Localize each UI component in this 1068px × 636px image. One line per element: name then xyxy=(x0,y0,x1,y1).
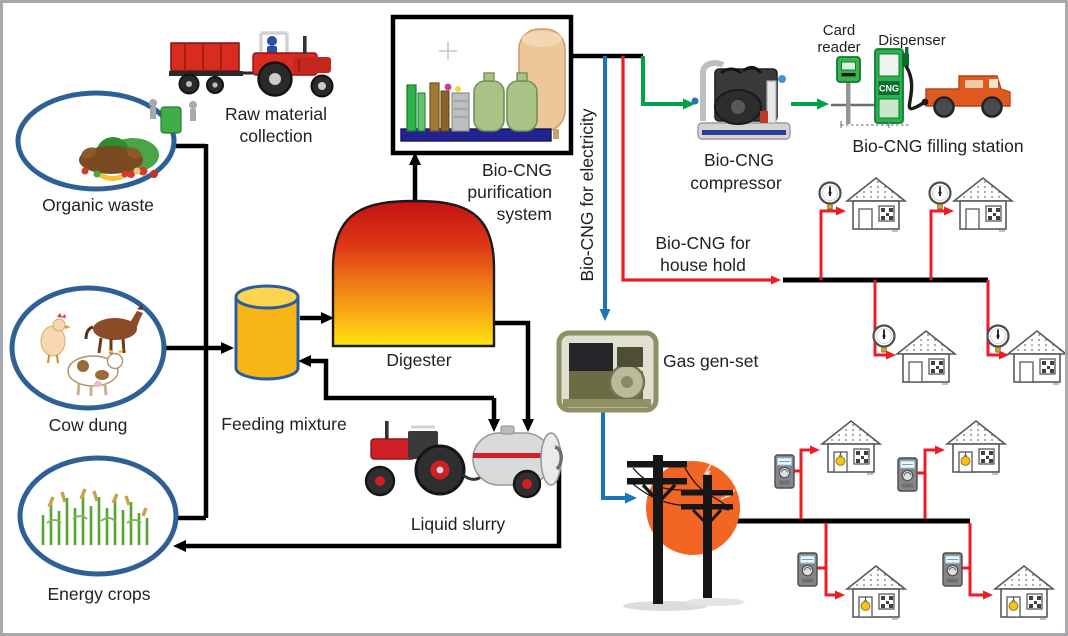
card-reader-label-line2: reader xyxy=(817,39,860,56)
electricity-meter-2 xyxy=(897,457,918,492)
livestock-icon xyxy=(40,305,143,396)
raw-material-label-line1: Raw material xyxy=(225,104,327,124)
elec-riser-3 xyxy=(824,523,845,600)
raw-material-tractor-icon xyxy=(169,31,334,98)
digester-label: Digester xyxy=(386,350,451,370)
dispenser-icon xyxy=(840,47,926,128)
crops-icon xyxy=(41,488,149,545)
gas-genset-label: Gas gen-set xyxy=(663,351,758,371)
elec-riser-4 xyxy=(968,523,993,600)
feeding-mixture-label: Feeding mixture xyxy=(221,414,346,434)
energy-crops-label: Energy crops xyxy=(47,584,150,604)
cow-dung-label: Cow dung xyxy=(49,415,128,435)
feeding-cylinder-top xyxy=(234,284,300,310)
compressor-icon xyxy=(691,60,791,140)
elec-riser-1 xyxy=(799,445,820,519)
purification-equipment-icon xyxy=(400,28,566,142)
purification-label-line1: Bio-CNG xyxy=(482,160,552,180)
truck-icon xyxy=(921,75,1011,118)
feeding-mixture-node xyxy=(234,284,300,381)
electric-house-2 xyxy=(946,420,1006,475)
gas-riser-3 xyxy=(873,280,896,360)
electricity-meter-1 xyxy=(774,454,795,489)
organic-waste-node xyxy=(15,90,197,192)
recirc-to-feeding-arrow xyxy=(298,355,494,401)
cng-badge: CNG xyxy=(879,84,899,94)
electric-house-3 xyxy=(846,565,906,620)
gas-house-2 xyxy=(953,177,1013,232)
gas-genset-icon xyxy=(556,330,659,413)
flow-lines xyxy=(161,53,1009,600)
gas-meter-gauge-2 xyxy=(928,181,952,211)
dispenser-label: Dispenser xyxy=(878,32,946,49)
liquid-slurry-icon xyxy=(364,421,563,499)
household-label-line1: Bio-CNG for xyxy=(655,233,750,253)
organic-waste-label: Organic waste xyxy=(42,195,154,215)
digester-to-slurry-arrow xyxy=(494,320,534,432)
household-label-line2: house hold xyxy=(660,255,746,275)
electricity-meter-3 xyxy=(797,552,818,587)
gas-meter-gauge-4 xyxy=(986,324,1010,354)
digester-dome xyxy=(331,199,496,348)
card-reader-icon xyxy=(836,56,861,124)
elec-riser-2 xyxy=(923,445,945,519)
gas-house-1 xyxy=(846,177,906,232)
gas-house-3 xyxy=(896,330,956,385)
cow-dung-node xyxy=(9,285,167,411)
cng-to-compressor-line xyxy=(641,56,695,110)
power-pole-icon xyxy=(623,455,745,611)
purification-system-node xyxy=(390,14,574,156)
household-gas-line xyxy=(621,56,781,285)
gas-meter-gauge-3 xyxy=(872,324,896,354)
electricity-meter-4 xyxy=(942,552,963,587)
liquid-slurry-label: Liquid slurry xyxy=(411,514,506,534)
gas-risers xyxy=(819,206,1009,360)
gas-meter-gauge-1 xyxy=(818,181,842,211)
electricity-flow-label: Bio-CNG for electricity xyxy=(577,108,597,281)
purification-label-line2: purification xyxy=(467,182,552,202)
cow-dung-ellipse xyxy=(9,285,167,411)
energy-crops-node xyxy=(17,455,179,577)
organic-waste-icon xyxy=(79,99,197,181)
compressor-label-line2: compressor xyxy=(690,173,782,193)
compressor-label-line1: Bio-CNG xyxy=(704,150,774,170)
electric-house-4 xyxy=(994,565,1054,620)
electricity-lines xyxy=(599,56,637,504)
genset-to-grid-line xyxy=(601,409,637,504)
cng-lines xyxy=(641,56,829,110)
raw-material-label-line2: collection xyxy=(240,126,313,146)
purification-label-line3: system xyxy=(497,204,552,224)
feeding-cylinder-body xyxy=(234,297,300,381)
card-reader-label-line1: Card xyxy=(823,22,856,39)
gas-riser-1 xyxy=(819,206,846,280)
gas-riser-4 xyxy=(986,280,1009,360)
gas-house-4 xyxy=(1007,330,1065,385)
electric-house-1 xyxy=(821,420,881,475)
diagram-svg: Organic waste xyxy=(9,14,1065,620)
filling-station-label: Bio-CNG filling station xyxy=(852,136,1023,156)
slurry-to-crops-arrow xyxy=(173,455,562,552)
gas-riser-2 xyxy=(929,206,954,280)
